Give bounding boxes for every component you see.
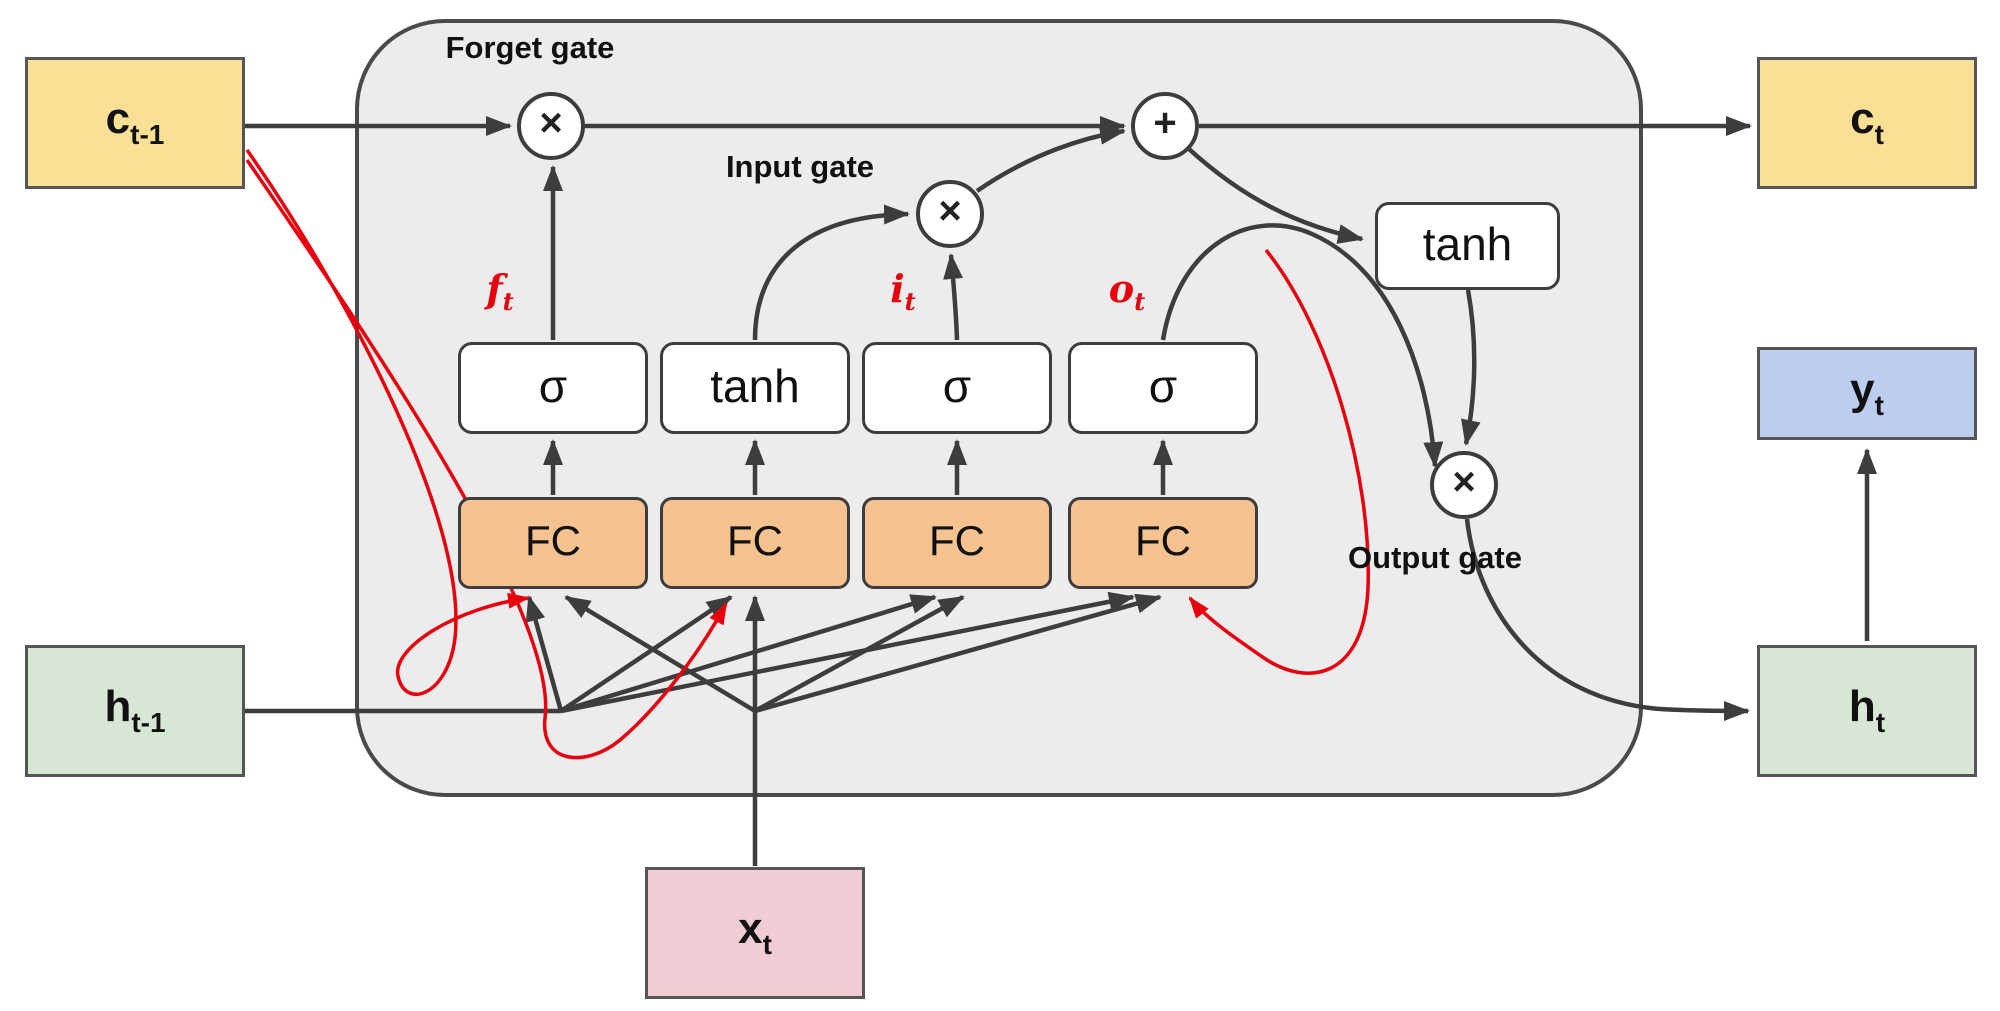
node-y-output-label: y [1850,364,1875,414]
node-y-output-subscript: t [1874,389,1884,421]
node-c-prev-label: c [105,94,131,143]
node-h-next-label: h [1848,682,1876,731]
node-h-prev-label: h [104,682,132,731]
node-h-next-subscript: t [1875,707,1886,738]
node-x-input-label: x [738,904,763,953]
node-c-next: ct [1757,57,1977,189]
node-y-output: yt [1757,347,1977,440]
node-h-prev: ht-1 [25,645,245,777]
node-x-input: xt [645,867,865,999]
node-c-prev-subscript: t-1 [130,119,165,150]
node-x-input-subscript: t [762,929,772,960]
node-h-next: ht [1757,645,1977,777]
node-c-next-label: c [1850,94,1875,143]
lstm-cell-body [355,19,1643,797]
node-c-prev: ct-1 [25,57,245,189]
node-h-prev-subscript: t-1 [131,707,166,738]
node-c-next-subscript: t [1874,119,1884,150]
